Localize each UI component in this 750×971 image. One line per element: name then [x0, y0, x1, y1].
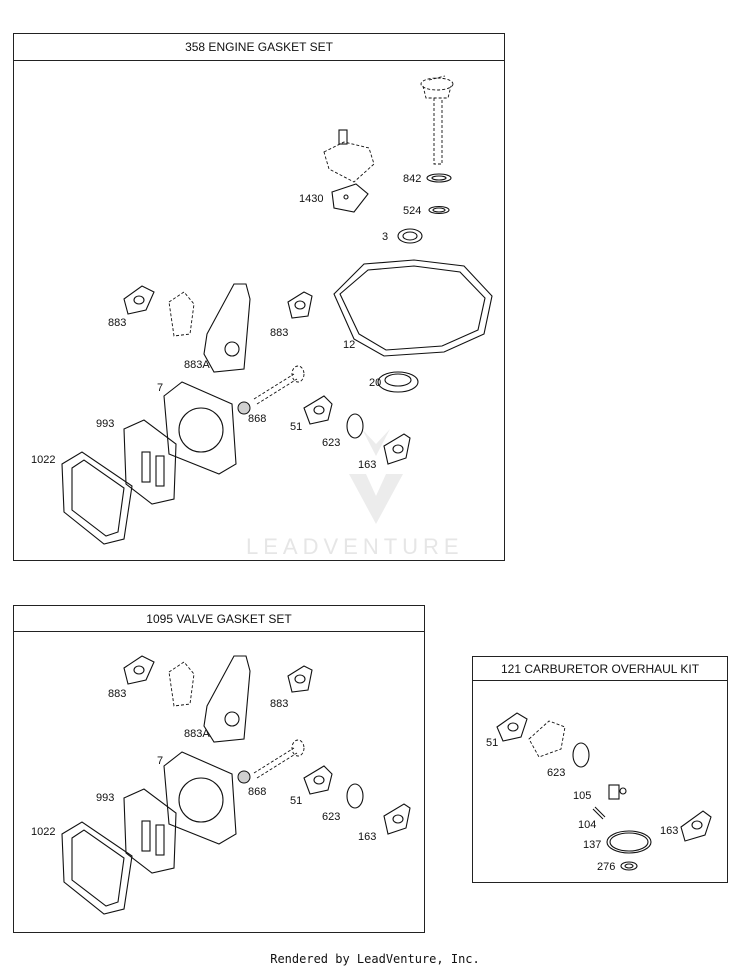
carburetor-overhaul-kit-panel: 121 CARBURETOR OVERHAUL KIT 51 623 105 1… — [472, 656, 728, 883]
engine-gasket-set-title: 358 ENGINE GASKET SET — [14, 34, 504, 61]
label-623: 623 — [547, 767, 565, 779]
label-51: 51 — [290, 421, 302, 433]
footer-credit: Rendered by LeadVenture, Inc. — [270, 952, 480, 966]
valve-part — [253, 365, 305, 405]
label-623: 623 — [322, 811, 340, 823]
label-868: 868 — [248, 786, 266, 798]
gasket-163 — [383, 433, 411, 465]
insulator-plate-883a — [203, 655, 251, 743]
leadventure-watermark-logo — [349, 429, 403, 524]
valve-gasket-set-title: 1095 VALVE GASKET SET — [14, 606, 424, 632]
seal-524 — [428, 205, 450, 215]
label-51: 51 — [486, 737, 498, 749]
label-163: 163 — [358, 831, 376, 843]
label-868: 868 — [248, 413, 266, 425]
label-993: 993 — [96, 792, 114, 804]
watermark-text: LEADVENTURE — [246, 534, 464, 559]
label-51: 51 — [290, 795, 302, 807]
label-623: 623 — [322, 437, 340, 449]
intake-spacer-part — [168, 291, 195, 337]
label-1022: 1022 — [31, 826, 55, 838]
label-7: 7 — [157, 755, 163, 767]
ring-623 — [346, 413, 364, 439]
valve-gasket-diagram: 883 883 883A 7 993 868 51 623 163 1022 — [31, 655, 411, 915]
crankcase-gasket-12 — [333, 259, 493, 357]
rocker-gasket-993 — [123, 419, 177, 505]
label-524: 524 — [403, 205, 421, 217]
gasket-51 — [303, 395, 333, 425]
insulator-plate-883a — [203, 283, 251, 373]
washer-276 — [620, 861, 638, 871]
valve-part — [253, 739, 305, 779]
ring-623 — [346, 783, 364, 809]
valve-seal-868 — [237, 401, 251, 415]
label-883a: 883A — [184, 728, 210, 740]
carburetor-spacer-part — [528, 720, 566, 758]
carburetor-overhaul-kit-title: 121 CARBURETOR OVERHAUL KIT — [473, 657, 727, 681]
intake-gasket-883-left — [123, 655, 155, 685]
label-842: 842 — [403, 173, 421, 185]
rocker-cover-gasket-1022 — [61, 821, 133, 915]
breather-gasket-1430 — [331, 183, 369, 213]
intake-gasket-883-right — [287, 291, 313, 319]
gasket-51 — [303, 765, 333, 795]
label-883: 883 — [108, 688, 126, 700]
engine-gasket-diagram: LEADVENTURE — [31, 75, 493, 559]
label-883a: 883A — [184, 359, 210, 371]
label-1430: 1430 — [299, 193, 323, 205]
valve-gasket-set-panel: 1095 VALVE GASKET SET 883 883 883A 7 993 — [13, 605, 425, 933]
label-20: 20 — [369, 377, 381, 389]
label-993: 993 — [96, 418, 114, 430]
oil-seal-20 — [377, 371, 419, 393]
label-7: 7 — [157, 382, 163, 394]
label-105: 105 — [573, 790, 591, 802]
label-276: 276 — [597, 861, 615, 873]
gasket-163 — [383, 803, 411, 835]
label-163: 163 — [358, 459, 376, 471]
label-137: 137 — [583, 839, 601, 851]
cylinder-head-gasket-7 — [163, 751, 237, 845]
label-104: 104 — [578, 819, 596, 831]
label-1022: 1022 — [31, 454, 55, 466]
gasket-163 — [680, 810, 712, 842]
breather-cover-part — [323, 129, 375, 183]
label-883: 883 — [270, 327, 288, 339]
valve-seal-868 — [237, 770, 251, 784]
label-883: 883 — [108, 317, 126, 329]
rocker-cover-gasket-1022 — [61, 451, 133, 545]
seal-842 — [426, 173, 452, 183]
label-883: 883 — [270, 698, 288, 710]
intake-spacer-part — [168, 661, 195, 707]
label-3: 3 — [382, 231, 388, 243]
bowl-gasket-137 — [606, 830, 652, 854]
ring-623 — [572, 742, 590, 768]
fuel-valve-105 — [608, 784, 620, 800]
dipstick-tube-part — [420, 75, 454, 165]
pin-104 — [592, 808, 604, 820]
label-12: 12 — [343, 339, 355, 351]
intake-gasket-883-right — [287, 665, 313, 693]
carburetor-kit-diagram: 51 623 105 104 163 137 276 — [486, 712, 712, 873]
intake-gasket-883-left — [123, 285, 155, 315]
engine-gasket-set-panel: 358 ENGINE GASKET SET LEADVENTURE — [13, 33, 505, 561]
cylinder-head-gasket-7 — [163, 381, 237, 475]
seal-3 — [397, 228, 423, 244]
label-163: 163 — [660, 825, 678, 837]
gasket-51 — [496, 712, 528, 742]
rocker-gasket-993 — [123, 788, 177, 874]
